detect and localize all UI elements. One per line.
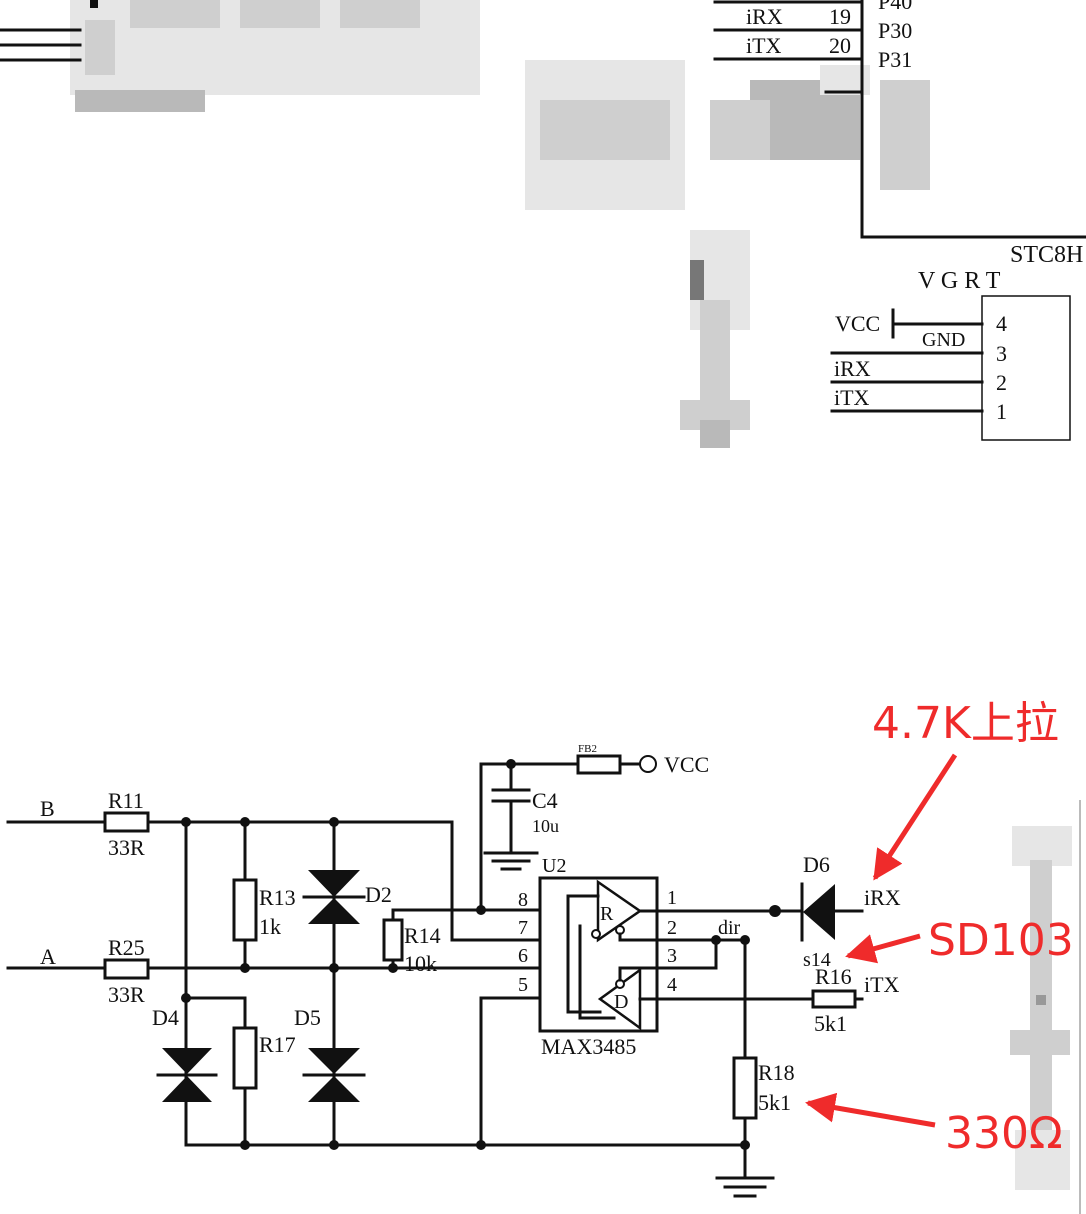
u2-part: MAX3485 bbox=[541, 1034, 636, 1059]
itx-net-label: iTX bbox=[864, 972, 900, 997]
r16-ref: R16 bbox=[815, 964, 852, 989]
d6-ref: D6 bbox=[803, 852, 830, 877]
annotation-diode: SD103 bbox=[928, 915, 1074, 966]
schottky-diode-d6 bbox=[800, 882, 835, 942]
mcu-pin-itx-label: iTX bbox=[746, 33, 782, 58]
mcu-pin-20-number: 20 bbox=[829, 33, 851, 58]
vcc-label: VCC bbox=[664, 752, 709, 777]
resistor-r16 bbox=[811, 989, 857, 1009]
connector-body bbox=[981, 295, 1071, 441]
ic-u2-body bbox=[538, 876, 659, 1033]
irx-net-label: iRX bbox=[864, 885, 901, 910]
rs485-circuit: B R11 33R A R25 33R D4 R13 1k bbox=[6, 743, 901, 1198]
r25-ref: R25 bbox=[108, 935, 145, 960]
r13-value: 1k bbox=[259, 914, 281, 939]
arrow-resistor bbox=[805, 1092, 936, 1128]
resistor-r14 bbox=[382, 918, 404, 962]
connector-itx-label: iTX bbox=[834, 385, 870, 410]
resistor-r11 bbox=[103, 811, 150, 833]
u2-pin-2: 2 bbox=[667, 917, 677, 939]
u2-ref: U2 bbox=[542, 855, 566, 877]
u2-pin-5: 5 bbox=[518, 974, 528, 996]
connector-pin-2: 2 bbox=[996, 370, 1007, 395]
d4-ref: D4 bbox=[152, 1005, 179, 1030]
r14-ref: R14 bbox=[404, 923, 441, 948]
resistor-r25 bbox=[103, 958, 150, 980]
r17-ref: R17 bbox=[259, 1032, 296, 1057]
r14-value: 10k bbox=[404, 951, 437, 976]
ferrite-fb2 bbox=[576, 754, 622, 775]
annotation-pullup: 4.7K上拉 bbox=[872, 698, 1059, 749]
blurred-right-strip bbox=[1010, 800, 1081, 1214]
resistor-r18 bbox=[732, 1056, 758, 1120]
u2-pin-6: 6 bbox=[518, 945, 528, 967]
r18-value: 5k1 bbox=[758, 1090, 791, 1115]
driver-label: D bbox=[614, 991, 628, 1013]
d5-ref: D5 bbox=[294, 1005, 321, 1030]
connector-title: V G R T bbox=[918, 268, 1001, 294]
mcu-block: iRX 19 iTX 20 P40 P30 P31 STC8H bbox=[713, 0, 1086, 268]
r16-value: 5k1 bbox=[814, 1011, 847, 1036]
tvs-diode-d5 bbox=[302, 1048, 366, 1102]
net-b-label: B bbox=[40, 796, 55, 821]
d6-value: s14 bbox=[803, 949, 831, 971]
connector-vcc-label: VCC bbox=[835, 311, 880, 336]
u2-pin-7: 7 bbox=[518, 917, 528, 939]
mcu-part-name: STC8H bbox=[1010, 242, 1083, 268]
mcu-port-p40: P40 bbox=[878, 0, 912, 14]
resistor-r13 bbox=[232, 878, 258, 942]
arrow-pullup bbox=[872, 753, 958, 881]
c4-value: 10u bbox=[532, 816, 559, 836]
vcc-terminal bbox=[639, 755, 657, 773]
connector-gnd-label: GND bbox=[922, 329, 965, 351]
annotation-resistor: 330Ω bbox=[945, 1108, 1063, 1159]
blurred-top-left-region bbox=[0, 0, 480, 112]
u2-pin-4: 4 bbox=[667, 974, 677, 996]
dir-label: dir bbox=[718, 917, 741, 939]
connector-pin-1: 1 bbox=[996, 399, 1007, 424]
fb2-ref: FB2 bbox=[578, 743, 597, 755]
connector-pin-4: 4 bbox=[996, 311, 1007, 336]
u2-pin-1: 1 bbox=[667, 887, 677, 909]
connector-vgrt: V G R T VCC GND iRX iTX 4 3 2 1 bbox=[830, 268, 1071, 441]
r13-ref: R13 bbox=[259, 885, 296, 910]
tvs-diode-d4 bbox=[156, 1048, 218, 1102]
u2-pin-3: 3 bbox=[667, 945, 677, 967]
mcu-pin-19-number: 19 bbox=[829, 4, 851, 29]
annotations: 4.7K上拉 SD103 330Ω bbox=[805, 698, 1074, 1159]
r18-ref: R18 bbox=[758, 1060, 795, 1085]
mcu-port-p30: P30 bbox=[878, 18, 912, 43]
connector-irx-label: iRX bbox=[834, 356, 871, 381]
r11-ref: R11 bbox=[108, 788, 144, 813]
d2-ref: D2 bbox=[365, 882, 392, 907]
mcu-port-p31: P31 bbox=[878, 47, 912, 72]
resistor-r17 bbox=[232, 1026, 258, 1090]
connector-pin-3: 3 bbox=[996, 341, 1007, 366]
net-a-label: A bbox=[40, 944, 56, 969]
receiver-label: R bbox=[600, 903, 614, 925]
r11-value: 33R bbox=[108, 835, 145, 860]
r25-value: 33R bbox=[108, 982, 145, 1007]
mcu-pin-irx-label: iRX bbox=[746, 4, 783, 29]
arrow-diode bbox=[845, 933, 921, 964]
u2-pin-8: 8 bbox=[518, 889, 528, 911]
tvs-diode-d2 bbox=[302, 870, 366, 924]
blurred-middle-region bbox=[525, 60, 930, 448]
c4-ref: C4 bbox=[532, 788, 558, 813]
